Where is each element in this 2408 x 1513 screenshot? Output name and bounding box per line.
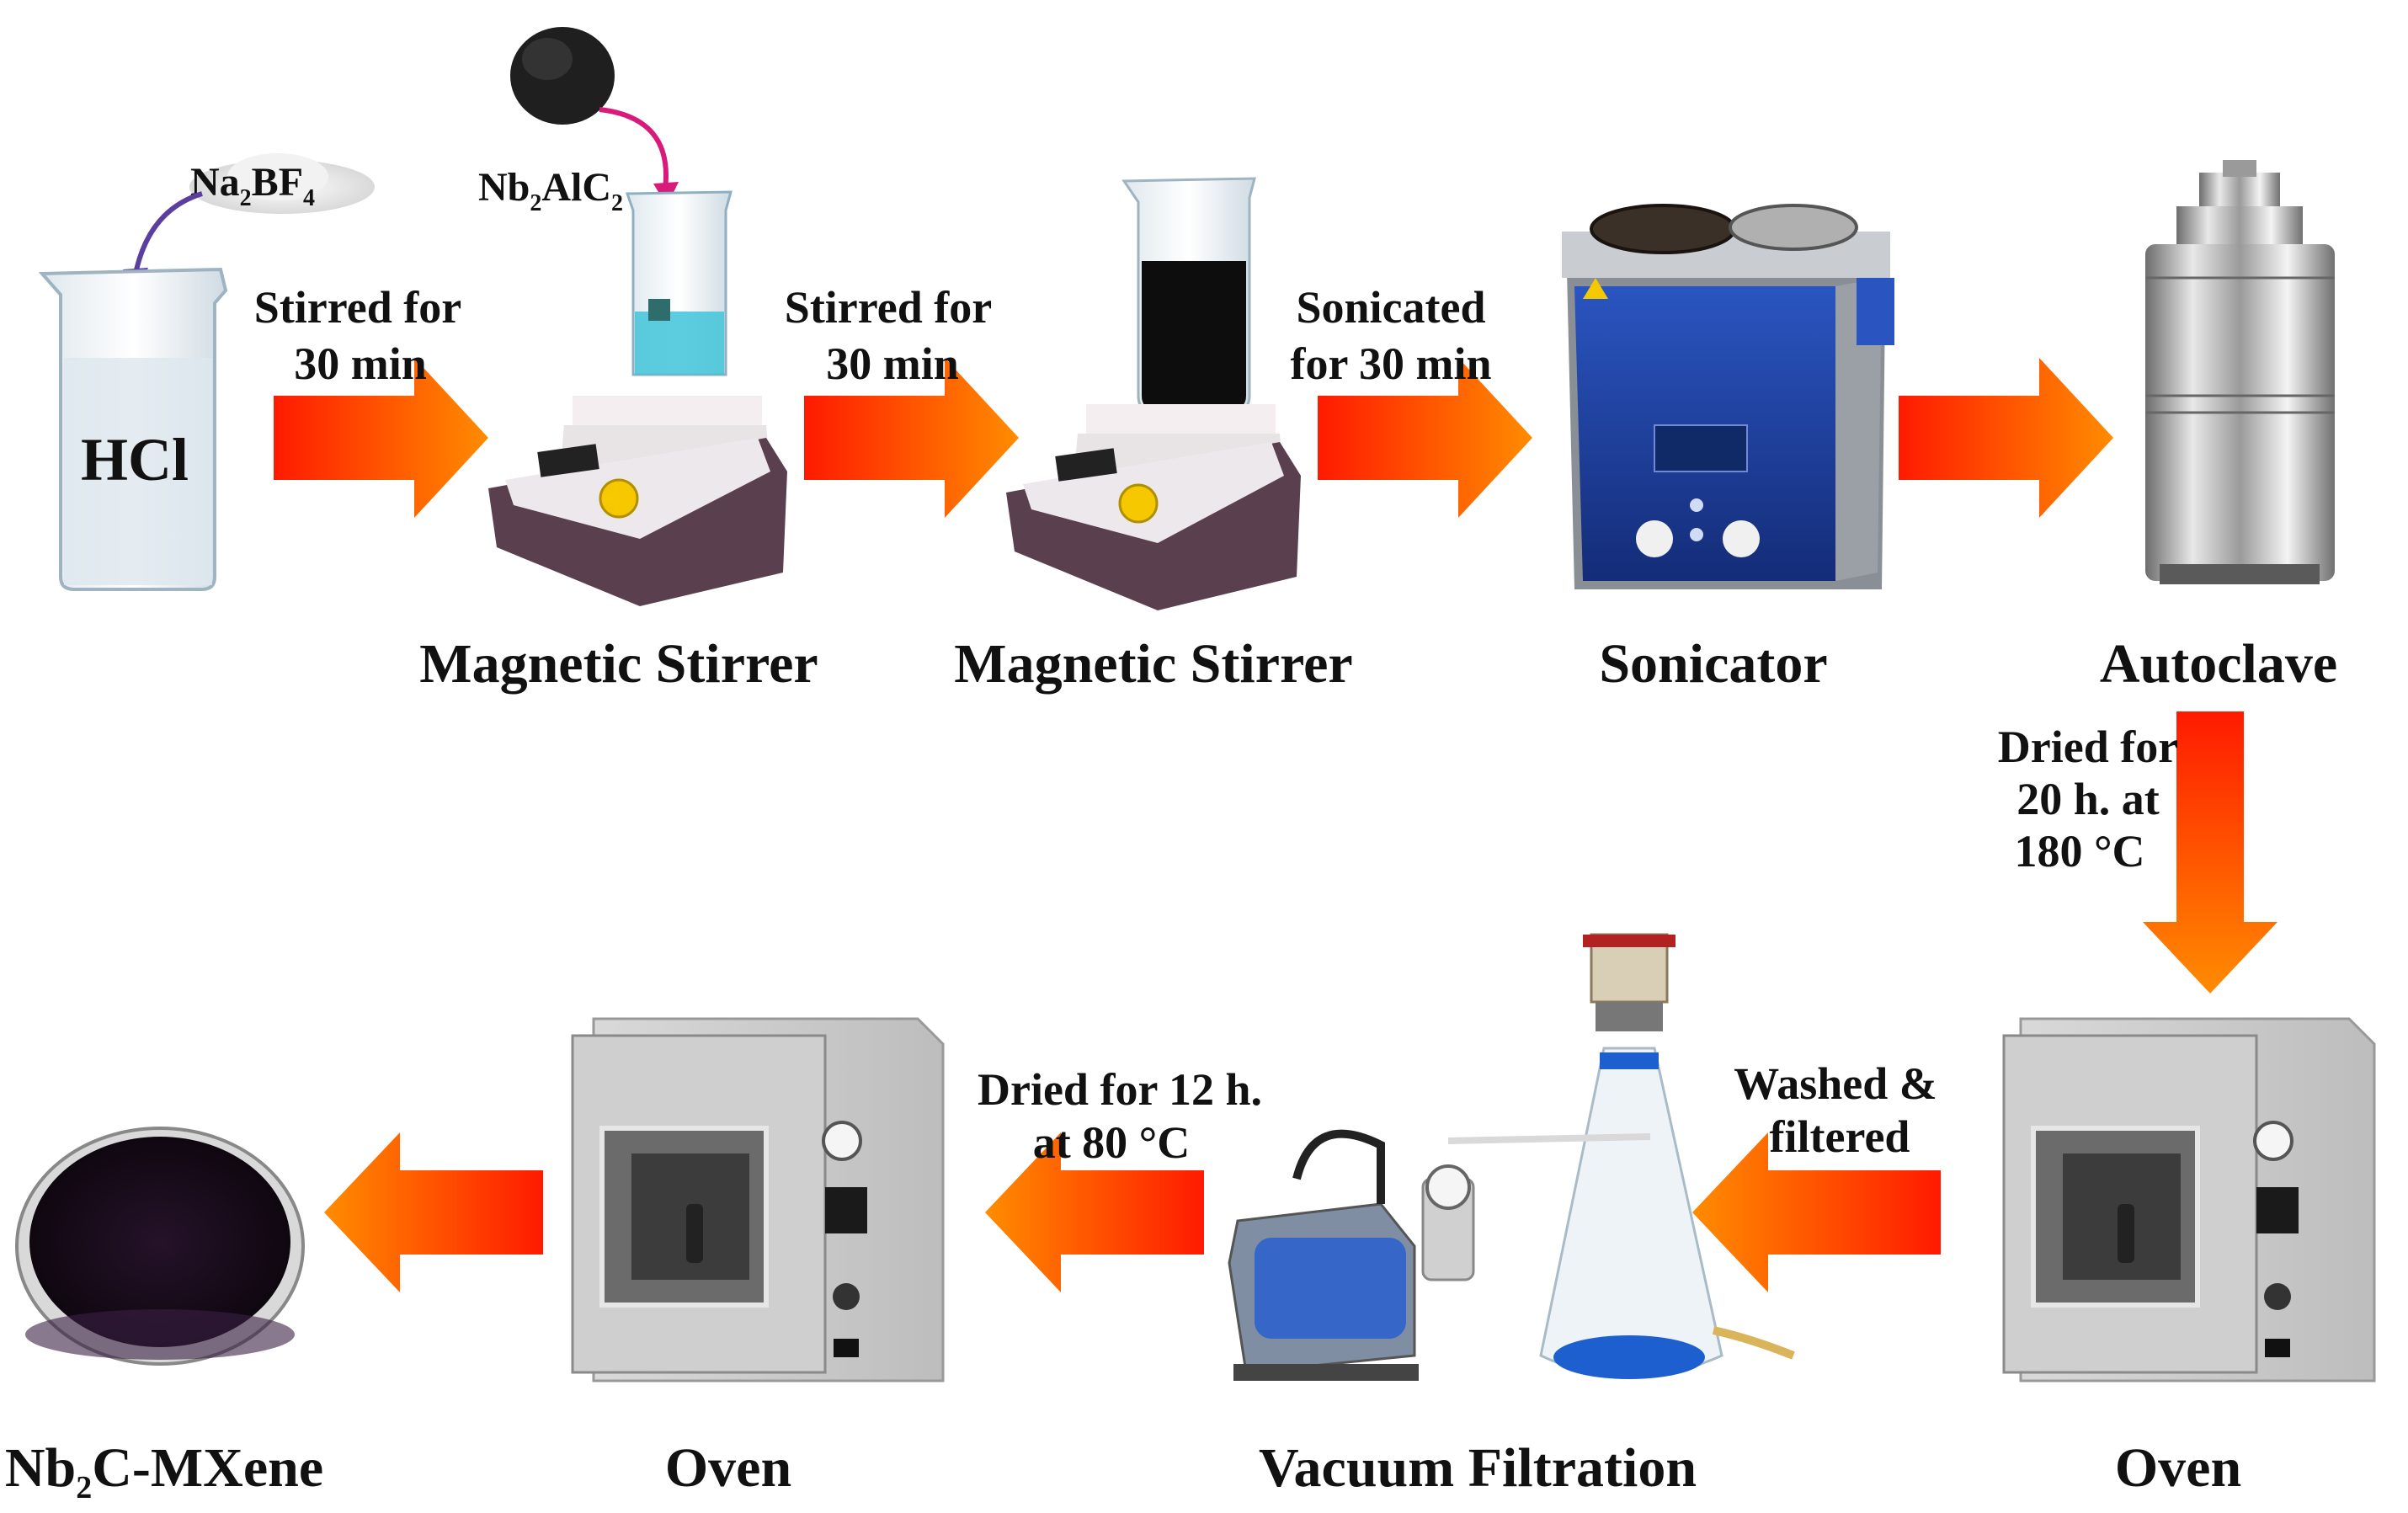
transition-1-line-1: Stirred for <box>254 282 461 333</box>
autoclave-icon <box>2145 160 2335 584</box>
vacuum-filtration-icon <box>1228 933 1795 1381</box>
transition-7-line-1: Dried for 12 h. <box>978 1064 1262 1115</box>
vacuum-oven-right-icon <box>2002 1017 2376 1382</box>
magnetic-stirrer-1-icon <box>488 190 787 606</box>
na2bf4-pointer-arrow <box>132 191 203 279</box>
ultrasonic-bath-icon <box>1562 204 1894 589</box>
nb2alc2-label: Nb2AlC2 <box>478 165 623 216</box>
transition-5-line-2: 20 h. at <box>2016 774 2160 824</box>
flow-arrow-3 <box>1318 358 1532 518</box>
transition-1-line-2: 30 min <box>294 338 427 389</box>
transition-7-line-2: at 80 °C <box>1033 1117 1191 1168</box>
nb2alc2-powder-icon <box>510 27 615 125</box>
oven-right-label: Oven <box>2115 1437 2241 1499</box>
flow-arrow-6 <box>1692 1132 1941 1292</box>
vacuum-oven-left-icon <box>571 1017 945 1382</box>
hcl-label: HCl <box>81 426 189 493</box>
transition-6-line-1: Washed & <box>1734 1058 1937 1109</box>
oven-left-label: Oven <box>665 1437 791 1499</box>
product-label: Nb2C-MXene <box>5 1437 323 1505</box>
magnetic-stirrer-2-icon <box>1006 177 1301 610</box>
magnetic-stirrer-1-label: Magnetic Stirrer <box>419 633 818 695</box>
transition-2-line-2: 30 min <box>826 338 959 389</box>
sonicator-label: Sonicator <box>1599 633 1827 695</box>
transition-5-line-1: Dried for <box>1998 722 2178 772</box>
flow-arrow-8 <box>324 1132 543 1292</box>
nb2alc2-pointer-arrow <box>599 107 669 190</box>
flow-arrow-2 <box>804 358 1019 518</box>
transition-5-line-3: 180 °C <box>2014 826 2144 876</box>
flow-arrow-4 <box>1899 358 2113 518</box>
transition-3-line-2: for 30 min <box>1291 338 1492 389</box>
transition-2-line-1: Stirred for <box>785 282 992 333</box>
mxene-petri-dish-icon <box>15 1127 305 1366</box>
transition-3-line-1: Sonicated <box>1296 282 1485 333</box>
flow-arrow-5 <box>2143 711 2277 994</box>
flow-arrow-1 <box>274 358 488 518</box>
magnetic-stirrer-2-label: Magnetic Stirrer <box>954 633 1352 695</box>
vacuum-filtration-label: Vacuum Filtration <box>1259 1437 1697 1499</box>
autoclave-label: Autoclave <box>2100 633 2337 695</box>
flow-arrow-7 <box>985 1132 1204 1292</box>
hcl-beaker-icon <box>38 267 228 591</box>
na2bf4-powder-icon <box>189 153 375 214</box>
na2bf4-label: Na2BF4 <box>190 160 315 211</box>
transition-6-line-2: filtered <box>1770 1111 1910 1162</box>
